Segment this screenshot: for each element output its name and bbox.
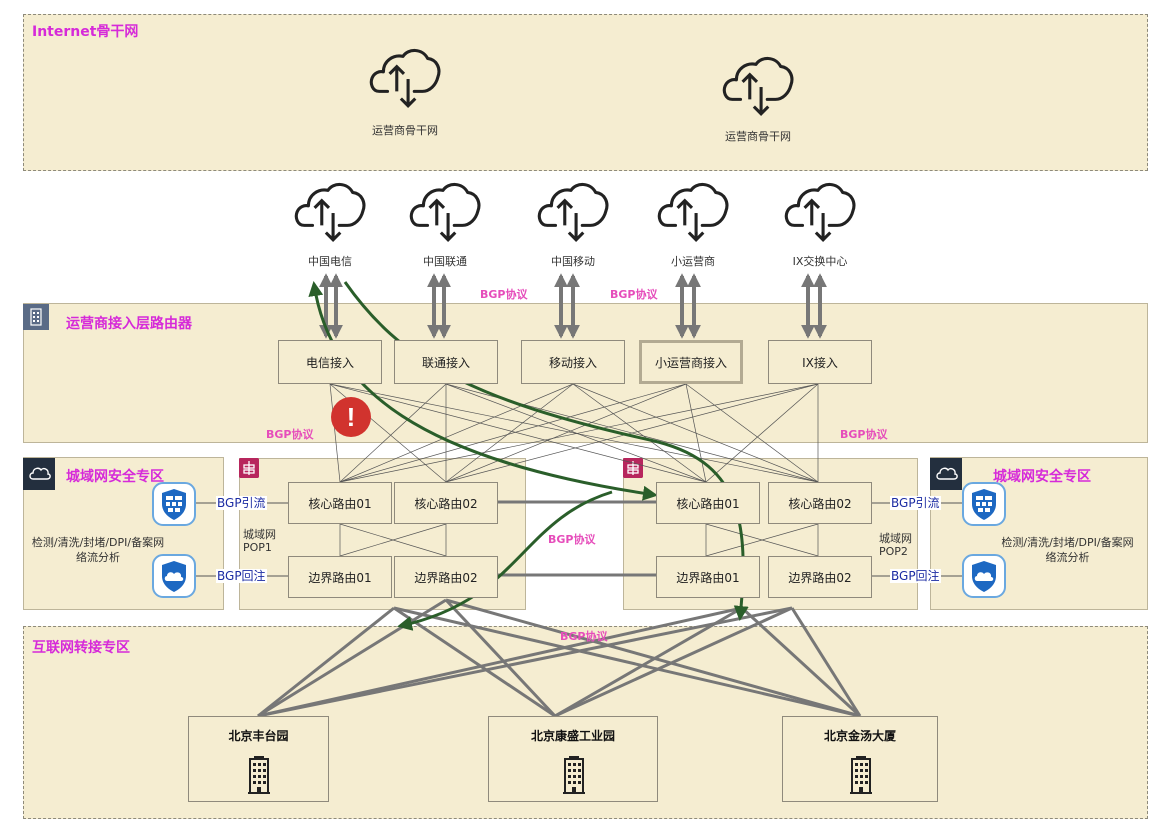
cloud-updown-icon bbox=[657, 176, 729, 248]
security-desc-right-2: 络流分析 bbox=[1045, 551, 1090, 564]
cloud-updown-icon bbox=[294, 176, 366, 248]
carrier-access-zone-title: 运营商接入层路由器 bbox=[66, 316, 192, 332]
campus-kangsheng-title: 北京康盛工业园 bbox=[530, 729, 615, 743]
transit-zone-title: 互联网转接专区 bbox=[32, 640, 130, 656]
bgp-label: BGP协议 bbox=[266, 428, 314, 441]
carrier-label-mobile: 中国移动 bbox=[551, 255, 595, 268]
office-building-icon bbox=[849, 755, 873, 795]
cloud-updown-icon bbox=[537, 176, 609, 248]
office-building-icon bbox=[562, 755, 586, 795]
cloud-updown-icon bbox=[722, 50, 794, 122]
campus-jintang[interactable]: 北京金汤大厦 bbox=[782, 716, 938, 802]
security-desc-right-1: 检测/清洗/封堵/DPI/备案网 bbox=[1001, 536, 1134, 549]
pop2-label-line1: 城域网 bbox=[879, 532, 912, 545]
pop1-core-router-01[interactable]: 核心路由01 bbox=[288, 482, 392, 524]
security-desc-left-2: 络流分析 bbox=[76, 551, 120, 564]
cloud-icon bbox=[23, 458, 55, 490]
cloud-updown-icon bbox=[369, 42, 441, 114]
internet-zone-title: Internet骨干网 bbox=[32, 24, 139, 40]
carrier-label-unicom: 中国联通 bbox=[423, 255, 467, 268]
internet-backbone-zone: Internet骨干网 bbox=[23, 14, 1148, 171]
bgp-reinject-tag-left: BGP回注 bbox=[216, 569, 267, 583]
access-router-mobile[interactable]: 移动接入 bbox=[521, 340, 625, 384]
campus-jintang-title: 北京金汤大厦 bbox=[823, 729, 896, 743]
firewall-shield-icon[interactable] bbox=[152, 482, 196, 526]
bgp-label: BGP协议 bbox=[840, 428, 888, 441]
security-desc-left-1: 检测/清洗/封堵/DPI/备案网 bbox=[31, 536, 165, 549]
pop2-edge-router-02[interactable]: 边界路由02 bbox=[768, 556, 872, 598]
pop2-core-router-02[interactable]: 核心路由02 bbox=[768, 482, 872, 524]
bgp-label: BGP协议 bbox=[480, 288, 528, 301]
bgp-label: BGP协议 bbox=[560, 630, 608, 643]
pop1-core-router-02[interactable]: 核心路由02 bbox=[394, 482, 498, 524]
building-icon bbox=[23, 304, 49, 330]
alert-mark: ! bbox=[347, 402, 356, 432]
alert-icon: ! bbox=[331, 397, 371, 437]
pop1-label-line1: 城域网 bbox=[243, 528, 276, 541]
pop1-label-line2: POP1 bbox=[243, 541, 272, 554]
pop2-core-router-01[interactable]: 核心路由01 bbox=[656, 482, 760, 524]
bgp-label: BGP协议 bbox=[610, 288, 658, 301]
backbone-label-2: 运营商骨干网 bbox=[725, 130, 791, 143]
access-router-telecom[interactable]: 电信接入 bbox=[278, 340, 382, 384]
pop2-edge-router-01[interactable]: 边界路由01 bbox=[656, 556, 760, 598]
pop2-label-line2: POP2 bbox=[879, 545, 908, 558]
backbone-label-1: 运营商骨干网 bbox=[372, 124, 438, 137]
carrier-label-telecom: 中国电信 bbox=[308, 255, 352, 268]
firewall-shield-icon[interactable] bbox=[962, 482, 1006, 526]
cloud-updown-icon bbox=[784, 176, 856, 248]
security-zone-right-title: 城域网安全专区 bbox=[993, 469, 1091, 485]
bgp-label: BGP协议 bbox=[548, 533, 596, 546]
bgp-divert-tag-left: BGP引流 bbox=[216, 496, 267, 510]
office-building-icon bbox=[247, 755, 271, 795]
bgp-reinject-tag-right: BGP回注 bbox=[890, 569, 941, 583]
carrier-label-ix: IX交换中心 bbox=[792, 255, 848, 268]
security-zone-left-title: 城域网安全专区 bbox=[66, 469, 164, 485]
campus-fengtai-title: 北京丰台园 bbox=[228, 729, 289, 743]
campus-kangsheng[interactable]: 北京康盛工业园 bbox=[488, 716, 658, 802]
cloud-updown-icon bbox=[409, 176, 481, 248]
pop1-edge-router-02[interactable]: 边界路由02 bbox=[394, 556, 498, 598]
access-router-ix[interactable]: IX接入 bbox=[768, 340, 872, 384]
carrier-label-small: 小运营商 bbox=[671, 255, 715, 268]
cloud-icon bbox=[930, 458, 962, 490]
router-badge-icon bbox=[239, 458, 259, 478]
bgp-divert-tag-right: BGP引流 bbox=[890, 496, 941, 510]
pop1-edge-router-01[interactable]: 边界路由01 bbox=[288, 556, 392, 598]
access-router-unicom[interactable]: 联通接入 bbox=[394, 340, 498, 384]
campus-fengtai[interactable]: 北京丰台园 bbox=[188, 716, 329, 802]
access-router-small[interactable]: 小运营商接入 bbox=[639, 340, 743, 384]
